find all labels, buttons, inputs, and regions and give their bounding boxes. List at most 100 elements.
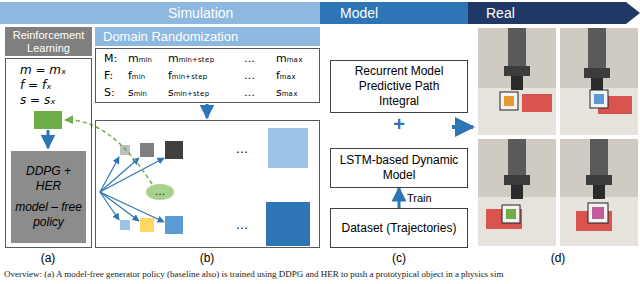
node-text: Simulation [168, 5, 233, 21]
node-text: S: [104, 85, 128, 101]
node-text: Real [486, 5, 515, 21]
goal-square [34, 111, 62, 129]
flow-arrow [452, 125, 473, 129]
figure-caption: Overview: (a) A model-free generator pol… [4, 268, 503, 280]
robot-photo [506, 209, 516, 219]
robot-photo [522, 94, 552, 112]
stage-band-arrow: Real [468, 2, 640, 24]
object-square [120, 128, 310, 246]
panel-header: Reinforcement Learning [5, 27, 92, 56]
node-text: Recurrent Model Predictive Path Integral [339, 64, 459, 109]
robot-photo [590, 90, 608, 108]
robot-photo [560, 139, 638, 246]
node-text: Domain Randomization [103, 29, 238, 44]
node-text: … [244, 68, 276, 84]
robot-photo [584, 68, 610, 78]
robot-photo [502, 205, 520, 223]
randomized-objects-box [96, 121, 320, 248]
panel-label: (a) [28, 251, 68, 265]
robot-photo [560, 28, 638, 135]
node-text: f = fₓ [20, 78, 91, 93]
node-text: … [244, 51, 276, 67]
connector-label: Train [406, 191, 433, 205]
node-text: fₘₐₓ [276, 68, 319, 84]
robot-photo [504, 66, 530, 76]
robot-photo [504, 96, 514, 106]
object-square [140, 218, 154, 232]
node-text: LSTM-based Dynamic Model [339, 153, 459, 183]
ellipsis: … [150, 184, 170, 198]
robot-photo [478, 88, 556, 135]
stage-band: Simulation [0, 2, 320, 24]
node-text: Reinforcement Learning [8, 29, 89, 55]
node-text: m = mₓ [20, 63, 91, 78]
object-square [120, 220, 130, 230]
node-text: fₘᵢₙ₊ₛₜₑₚ [168, 68, 244, 84]
connector-arrow [398, 188, 401, 208]
node-text: Dataset (Trajectories) [342, 221, 457, 236]
robot-photo [478, 139, 556, 246]
object-square [268, 128, 308, 168]
flow-arrow [47, 130, 50, 148]
ellipsis: … [226, 217, 258, 232]
policy-box: DDPG + HER model – free policy [11, 151, 86, 243]
node-text: DDPG + HER [15, 164, 82, 194]
robot-photo [593, 185, 605, 199]
robot-photo [594, 94, 604, 104]
selection-ellipse [146, 184, 174, 200]
node-text: model – free policy [15, 200, 82, 230]
object-square [266, 202, 310, 246]
robot-photo [511, 76, 523, 90]
node-text: mₘₐₓ [276, 51, 319, 67]
randomized-objects-box [96, 121, 320, 248]
robot-photo [508, 28, 526, 66]
goal-square [34, 111, 62, 129]
selection-ellipse [146, 184, 174, 200]
fan-arrow [100, 192, 139, 221]
plus-sign: + [387, 114, 411, 134]
robot-photo [511, 185, 523, 199]
object-square [165, 216, 183, 234]
robot-photo [478, 28, 556, 135]
robot-photo [478, 139, 556, 246]
data-box: Dataset (Trajectories) [330, 208, 468, 248]
node-text: fₘᵢₙ [128, 68, 168, 84]
robot-photo [588, 203, 608, 223]
robot-photo [590, 139, 608, 175]
policy-panel: m = mₓf = fₓs = sₓ DDPG + HER model – free… [5, 58, 92, 248]
node-text: F: [104, 68, 128, 84]
object-square [165, 141, 183, 159]
node-text: sₘᵢₙ [128, 85, 168, 101]
node-text: s = sₓ [20, 93, 91, 108]
stage-band: Model [320, 2, 468, 24]
robot-photo [504, 175, 530, 185]
process-box: LSTM-based Dynamic Model [330, 148, 468, 188]
node-text: mₘᵢₙ₊ₛₜₑₚ [168, 51, 244, 67]
node-text: Model [340, 5, 378, 21]
flow-arrow [206, 104, 209, 118]
robot-photo [478, 197, 556, 246]
robot-photo [586, 175, 612, 185]
panel-label: (c) [379, 251, 419, 265]
robot-photo [478, 28, 556, 135]
band-arrow-shape [468, 2, 640, 24]
robot-photo [592, 207, 604, 219]
node-text: sₘᵢₙ₊ₛₜₑₚ [168, 85, 244, 101]
robot-photo [588, 28, 606, 68]
panel-label: (d) [538, 251, 578, 265]
robot-photo [560, 88, 638, 135]
robot-photo [508, 139, 526, 175]
robot-photo [560, 197, 638, 246]
parameter-grid: M:mₘᵢₙmₘᵢₙ₊ₛₜₑₚ…mₘₐₓF:fₘᵢₙfₘᵢₙ₊ₛₜₑₚ…fₘₐₓ… [95, 48, 320, 103]
node-text: M: [104, 51, 128, 67]
robot-photo [560, 28, 638, 135]
robot-photo [500, 92, 518, 110]
node-text: sₘₐₓ [276, 85, 319, 101]
robot-photo [560, 139, 638, 246]
node-text: … [244, 85, 276, 101]
robot-photo [478, 28, 638, 246]
panel-label: (b) [187, 251, 227, 265]
node-text: mₘᵢₙ [128, 51, 168, 67]
